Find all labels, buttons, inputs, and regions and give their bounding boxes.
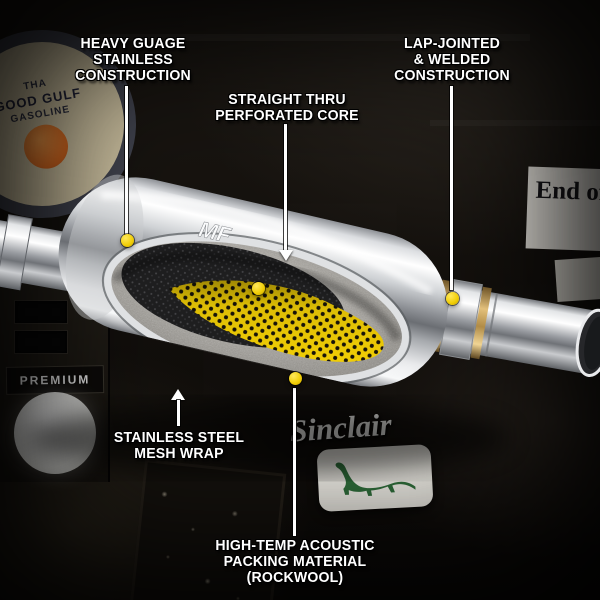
dinosaur-icon [335, 462, 416, 497]
callout-line-lap-jointed [450, 86, 453, 290]
callout-line-text: & WELDED [413, 51, 491, 69]
sinclair-dino-sign [316, 444, 434, 512]
callout-arrow-straight-thru [279, 250, 293, 261]
muffler-body: MF [58, 174, 448, 387]
background-shelf [430, 120, 600, 126]
callout-dot-core [252, 282, 265, 295]
muffler-shadow [28, 402, 508, 474]
callout-arrow-mesh-wrap [171, 389, 185, 400]
callout-line-text: (ROCKWOOL) [246, 569, 344, 587]
callout-line-text: HEAVY GUAGE [80, 35, 186, 52]
callout-line-text: LAP-JOINTED [403, 35, 501, 52]
callout-line-text: STAINLESS [93, 51, 173, 69]
callout-dot-lap-jointed [446, 292, 459, 305]
callout-heavy-gauge: HEAVY GUAGE STAINLESS CONSTRUCTION [63, 35, 204, 85]
callout-line-text: MESH WRAP [134, 445, 224, 463]
callout-dot-heavy-gauge [121, 234, 134, 247]
callout-straight-thru: STRAIGHT THRU PERFORATED CORE [212, 91, 362, 125]
callout-line-text: HIGH-TEMP ACOUSTIC [215, 537, 375, 554]
callout-line-text: PERFORATED CORE [215, 107, 359, 125]
callout-lap-jointed: LAP-JOINTED & WELDED CONSTRUCTION [386, 35, 518, 85]
callout-dot-packing [289, 372, 302, 385]
callout-line-text: STRAIGHT THRU [228, 91, 346, 108]
pump-price-window [14, 330, 68, 354]
callout-line-packing [293, 388, 296, 536]
callout-line-mesh-wrap [177, 400, 180, 426]
callout-mesh-wrap: STAINLESS STEEL MESH WRAP [108, 429, 251, 463]
callout-line-text: STAINLESS STEEL [113, 429, 245, 446]
background-shelf [100, 34, 530, 41]
callout-packing: HIGH-TEMP ACOUSTIC PACKING MATERIAL (ROC… [206, 537, 385, 587]
callout-line-text: PACKING MATERIAL [223, 553, 367, 571]
callout-line-text: CONSTRUCTION [75, 67, 191, 85]
callout-line-text: CONSTRUCTION [394, 67, 510, 85]
callout-line-straight-thru [284, 124, 287, 250]
cutaway-section [107, 237, 406, 381]
callout-line-heavy-gauge [125, 86, 128, 234]
pump-price-window [14, 300, 68, 324]
